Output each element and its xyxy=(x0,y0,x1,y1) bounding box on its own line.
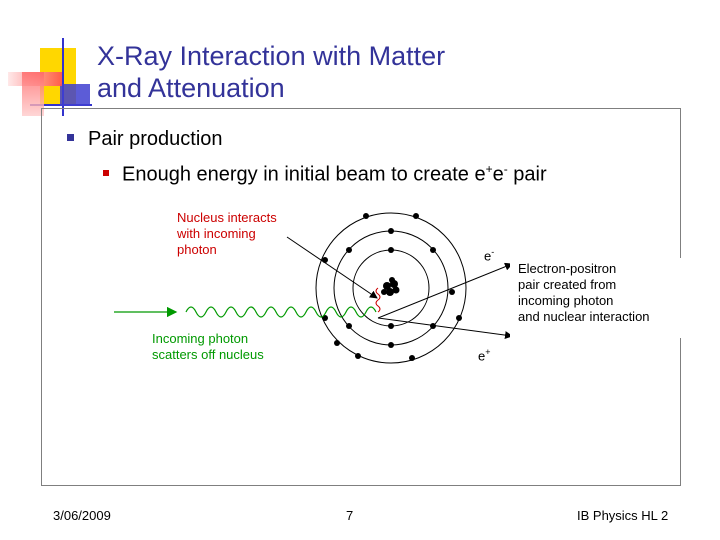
electron-dot xyxy=(388,323,394,329)
electron-dot xyxy=(456,315,462,321)
bullet-text-mid: e xyxy=(492,163,504,186)
electron-dot xyxy=(355,353,361,359)
title-line-1: X-Ray Interaction with Matter xyxy=(97,41,446,71)
positron-track xyxy=(377,317,513,340)
pair-label: Electron-positron pair created from inco… xyxy=(518,261,650,324)
electron-label: e- xyxy=(484,247,495,264)
nucleus-label: Nucleus interacts with incoming photon xyxy=(177,210,277,257)
electron-dot xyxy=(430,247,436,253)
scattered-photon xyxy=(375,287,381,313)
title-divider xyxy=(97,108,681,109)
corner-decoration xyxy=(0,0,100,120)
pair-callout-mask xyxy=(510,258,682,338)
electron-superscript: - xyxy=(503,162,508,176)
footer-course: IB Physics HL 2 xyxy=(577,508,669,523)
bullet-text-post: pair xyxy=(507,163,547,186)
electron-dot xyxy=(346,247,352,253)
electron-dot xyxy=(413,213,419,219)
electron-dot xyxy=(363,213,369,219)
square-bullet-icon xyxy=(103,170,109,177)
electron-dot xyxy=(449,289,455,295)
electron-track xyxy=(377,262,513,319)
electron-dot xyxy=(322,257,328,263)
electron-dot xyxy=(388,228,394,234)
nucleus xyxy=(381,277,400,296)
square-bullet-icon xyxy=(67,134,74,142)
positron-label: e+ xyxy=(478,347,491,364)
electron-dot xyxy=(334,340,340,346)
electron-dot xyxy=(346,323,352,329)
title-line-2: and Attenuation xyxy=(97,73,285,103)
footer-date: 3/06/2009 xyxy=(53,508,111,523)
nucleus-pointer xyxy=(286,236,378,299)
electron-dot xyxy=(388,342,394,348)
bullet-text: Pair production xyxy=(88,128,223,150)
electron-dot xyxy=(388,247,394,253)
electron-dot xyxy=(430,323,436,329)
slide-title: X-Ray Interaction with Matter and Attenu… xyxy=(97,40,697,104)
bullet-enough-energy: Enough energy in initial beam to create … xyxy=(103,162,547,187)
shell-outer xyxy=(315,212,467,364)
footer-page-number: 7 xyxy=(346,508,354,523)
positron-superscript: + xyxy=(485,162,493,176)
photon-label: Incoming photon scatters off nucleus xyxy=(152,331,264,362)
photon-wave xyxy=(185,306,377,318)
electron-dot xyxy=(409,355,415,361)
bullet-text-pre: Enough energy in initial beam to create … xyxy=(122,163,486,186)
bullet-pair-production: Pair production xyxy=(67,128,223,151)
